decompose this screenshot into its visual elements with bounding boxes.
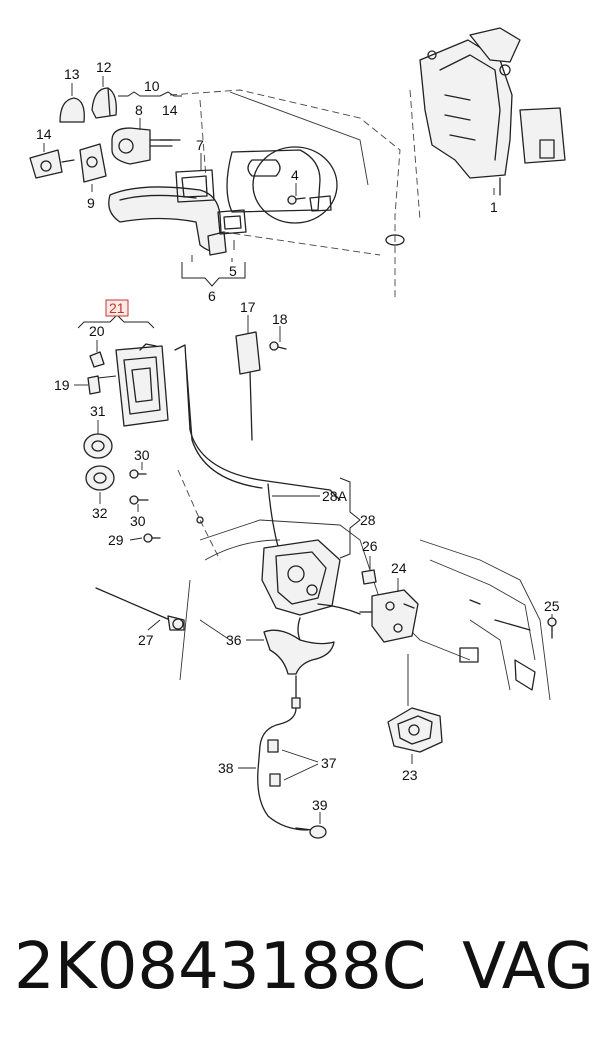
brand-name: VAG — [462, 930, 594, 1004]
cable-end-part-39 — [295, 825, 327, 839]
lever-part-36 — [263, 629, 335, 675]
callout-37: 37 — [321, 755, 337, 771]
cable-part-38 — [257, 675, 309, 831]
callout-27: 27 — [138, 632, 154, 648]
screw-part-30-lower — [129, 495, 149, 505]
callout-30-lower: 30 — [130, 513, 146, 529]
rod-part-27 — [95, 587, 185, 631]
callout-30-upper: 30 — [134, 447, 150, 463]
callout-38: 38 — [218, 760, 234, 776]
striker-plate-part-24 — [371, 589, 419, 643]
screw-part-25 — [547, 617, 557, 639]
callout-21-highlight — [105, 299, 129, 317]
part-number-caption: 2K0843188C VAG — [14, 922, 594, 1012]
callout-14-right: 14 — [162, 102, 178, 118]
callout-28A: 28A — [322, 488, 348, 504]
parts-diagram: 1 4 5 6 7 8 9 10 12 13 14 14 17 18 19 20… — [29, 27, 566, 839]
outer-handle — [108, 186, 227, 256]
lock-catch-part-23 — [387, 707, 443, 753]
callout-labels: 1 4 5 6 7 8 9 10 12 13 14 14 17 18 19 20… — [36, 59, 560, 813]
callout-23: 23 — [402, 767, 418, 783]
lock-mechanism-part-1 — [419, 27, 566, 196]
callout-18: 18 — [272, 311, 288, 327]
callout-5: 5 — [229, 263, 237, 279]
callout-29: 29 — [108, 532, 124, 548]
callout-12: 12 — [96, 59, 112, 75]
callout-26: 26 — [362, 538, 378, 554]
upper-assembly — [29, 27, 566, 300]
callout-28: 28 — [360, 512, 376, 528]
screw-part-18 — [269, 341, 287, 351]
callout-13: 13 — [64, 66, 80, 82]
cover-part-31 — [83, 433, 113, 459]
cover-part-32 — [85, 465, 115, 491]
seal-part-5 — [217, 209, 247, 235]
clip-part-26 — [361, 569, 377, 585]
part-number: 2K0843188C — [14, 930, 427, 1004]
callout-17: 17 — [240, 299, 256, 315]
callout-1: 1 — [490, 199, 498, 215]
callout-6: 6 — [208, 288, 216, 304]
callout-36: 36 — [226, 632, 242, 648]
cap-part-19 — [87, 375, 101, 395]
callout-4: 4 — [291, 167, 299, 183]
lower-assembly — [74, 314, 557, 839]
callout-21: 21 — [109, 300, 125, 316]
cover-part-12 — [91, 87, 117, 119]
lever-part-9 — [79, 143, 107, 183]
cap-part-13 — [59, 97, 85, 123]
callout-9: 9 — [87, 195, 95, 211]
retainer-part-14 — [29, 149, 75, 179]
callout-10: 10 — [144, 78, 160, 94]
screw-part-4 — [287, 195, 306, 205]
callout-7: 7 — [196, 137, 204, 153]
callout-24: 24 — [391, 560, 407, 576]
gasket-part-7 — [175, 169, 215, 203]
screw-part-30-upper — [129, 469, 147, 479]
screw-part-29 — [143, 516, 204, 543]
callout-20: 20 — [89, 323, 105, 339]
callout-14-left: 14 — [36, 126, 52, 142]
clip-part-20 — [89, 351, 105, 368]
callout-19: 19 — [54, 377, 70, 393]
inner-handle-bezel-part-21 — [115, 343, 169, 427]
callout-31: 31 — [90, 403, 106, 419]
lock-cylinder-part-8 — [111, 127, 173, 165]
callout-32: 32 — [92, 505, 108, 521]
callout-8: 8 — [135, 102, 143, 118]
cover-part-17 — [235, 331, 261, 441]
door-lock-part-28 — [261, 539, 361, 641]
callout-39: 39 — [312, 797, 328, 813]
clips-part-37 — [267, 739, 281, 787]
callout-25: 25 — [544, 598, 560, 614]
